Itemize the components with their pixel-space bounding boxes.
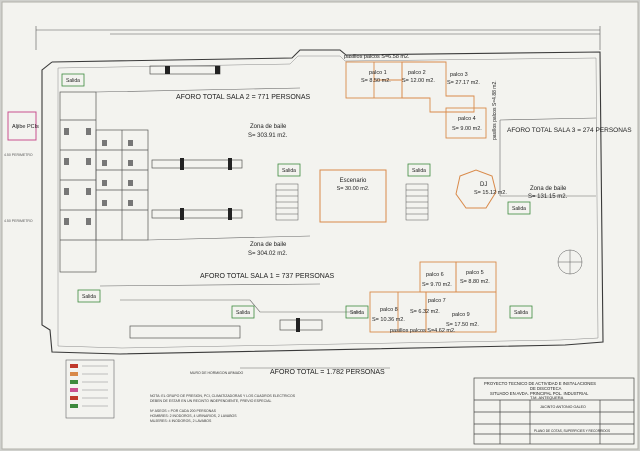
palco-3-label: palco 3 bbox=[450, 72, 468, 78]
toilets-note-2: HOMBRES: 2 INODOROS, 4 URINARIOS, 2 LAVA… bbox=[150, 414, 237, 418]
palco-2-area: S= 12.00 m2. bbox=[402, 78, 435, 84]
palco-5-label: palco 5 bbox=[466, 270, 484, 276]
capacity-room-1: AFORO TOTAL SALA 1 = 737 PERSONAS bbox=[200, 273, 334, 280]
left-dimension-1: 4.50 PERIMETRO bbox=[4, 153, 33, 157]
title-plan-name: PLANO DE COTAS, SUPERFICIES Y RECORRIDOS bbox=[534, 429, 610, 433]
stage-area-value: S= 30.00 m2. bbox=[337, 186, 370, 192]
capacity-room-2: AFORO TOTAL SALA 2 = 771 PERSONAS bbox=[176, 94, 310, 101]
legend-block bbox=[65, 359, 115, 419]
title-line-4: T.M. ANTEQUERA bbox=[530, 395, 564, 400]
dj-label: DJ bbox=[480, 182, 487, 188]
palco-2-label: palco 2 bbox=[408, 70, 426, 76]
left-dimension-2: 4.50 PERIMETRO bbox=[4, 219, 33, 223]
palco-6-area: S= 9.70 m2. bbox=[422, 282, 452, 288]
palco-7-label: palco 7 bbox=[428, 298, 446, 304]
stage-area bbox=[319, 169, 387, 223]
exit-label-5: Salida bbox=[82, 294, 96, 300]
exit-boxes bbox=[61, 73, 533, 319]
toilet-fixtures bbox=[64, 128, 133, 225]
dance-zone-top-label: Zona de baile bbox=[250, 124, 287, 130]
capacity-total: AFORO TOTAL = 1.782 PERSONAS bbox=[270, 369, 385, 376]
dance-zone-bottom-label: Zona de baile bbox=[250, 242, 287, 248]
exit-label-4: Salida bbox=[512, 206, 526, 212]
water-tank-label: Aljibe PCIs bbox=[12, 124, 39, 130]
title-line-2: DE DISCOTECA bbox=[530, 386, 562, 391]
palco-1-label: palco 1 bbox=[369, 70, 387, 76]
dj-booth bbox=[455, 169, 497, 209]
water-tank-box bbox=[7, 111, 37, 141]
title-line-3: SITUADO EN AVDA. PRINCIPAL POL. INDUSTRI… bbox=[490, 391, 589, 396]
exit-label-1: Salida bbox=[66, 78, 80, 84]
palco-7-area: S= 6.32 m2. bbox=[410, 309, 440, 315]
exit-label-7: Salida bbox=[350, 310, 364, 316]
building-outline bbox=[41, 49, 604, 355]
capacity-room-3: AFORO TOTAL SALA 3 = 274 PERSONAS bbox=[507, 127, 632, 134]
pasillos-bottom-label: pasillos palcos S=4.62 m2. bbox=[390, 328, 456, 334]
dj-area-value: S= 15.12 m2. bbox=[474, 190, 507, 196]
stairs bbox=[275, 183, 583, 275]
pasillos-top-label: pasillos palcos S=6.58 m2. bbox=[344, 54, 410, 60]
dance-zone-top-area: S= 303.91 m2. bbox=[248, 133, 288, 139]
exit-label-3: Salida bbox=[412, 168, 426, 174]
toilets-note-3: MUJERES: 4 INODOROS, 2 LAVABOS bbox=[150, 419, 212, 423]
left-services-block bbox=[59, 91, 149, 273]
palco-5-area: S= 8.80 m2. bbox=[460, 279, 490, 285]
dance-zone-right-area: S= 131.15 m2. bbox=[528, 194, 568, 200]
palco-9-label: palco 9 bbox=[452, 312, 470, 318]
exit-label-2: Salida bbox=[282, 168, 296, 174]
interior-partitions bbox=[95, 87, 597, 313]
title-block bbox=[473, 377, 635, 445]
palco-1-area: S= 8.50 m2. bbox=[361, 78, 391, 84]
palco-4-label: palco 4 bbox=[458, 116, 476, 122]
note-line-2: DEBEN DE ESTAR EN UN RECINTO INDEPENDIEN… bbox=[150, 399, 271, 403]
palco-outlines bbox=[345, 61, 497, 333]
title-line-1: PROYECTO TECNICO DE ACTIVIDAD E INSTALAC… bbox=[484, 381, 596, 386]
palco-3-area: S= 27.17 m2. bbox=[447, 80, 480, 86]
concrete-wall-note: MURO DE HORMIGON ARMADO bbox=[190, 371, 244, 375]
stage-label: Escenario bbox=[340, 178, 367, 184]
dance-zone-right-label: Zona de baile bbox=[530, 186, 567, 192]
title-author: JACINTO ANTONIO GALEO bbox=[540, 405, 586, 409]
top-dimension-line bbox=[35, 26, 601, 50]
toilets-note-1: Nº ASEOS = POR CADA 200 PERSONAS bbox=[150, 409, 217, 413]
pasillos-right-label: pasillos palcos S=4.88 m2. bbox=[492, 80, 498, 140]
palco-9-area: S= 17.50 m2. bbox=[446, 322, 479, 328]
palco-8-area: S= 10.36 m2. bbox=[372, 317, 405, 323]
palco-6-label: palco 6 bbox=[426, 272, 444, 278]
exit-label-8: Salida bbox=[514, 310, 528, 316]
palco-8-label: palco 8 bbox=[380, 307, 398, 313]
palco-4-area: S= 9.00 m2. bbox=[452, 126, 482, 132]
note-line-1: NOTA: EL GRUPO DE PRESION, PCI, CLIMATIZ… bbox=[150, 394, 296, 398]
exit-label-6: Salida bbox=[236, 310, 250, 316]
bar-equipment bbox=[165, 66, 300, 332]
dance-zone-bottom-area: S= 304.02 m2. bbox=[248, 251, 288, 257]
